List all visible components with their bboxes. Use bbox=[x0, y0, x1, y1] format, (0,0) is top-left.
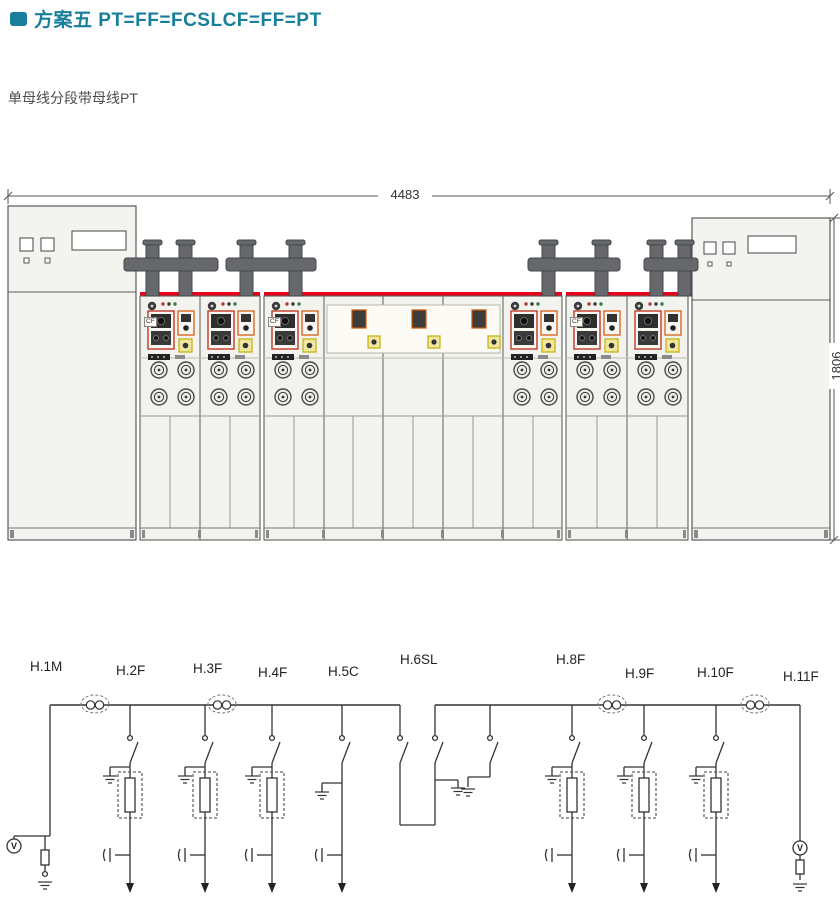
bus-connector bbox=[740, 694, 770, 714]
earthing-drop bbox=[460, 705, 499, 797]
busbar-bridge bbox=[643, 239, 699, 297]
ground-icon bbox=[37, 881, 53, 890]
bus-tie-h6sl bbox=[396, 704, 466, 826]
title-bullet-icon bbox=[10, 12, 27, 26]
feeder-h5c bbox=[315, 705, 350, 893]
switchgear-group-1 bbox=[139, 292, 261, 541]
left-cabinet bbox=[7, 205, 137, 541]
switchgear-group-3 bbox=[565, 292, 689, 541]
bus-connector bbox=[207, 694, 237, 714]
feeder-label-h3f: H.3F bbox=[193, 661, 223, 676]
panel-tag: CF bbox=[144, 317, 157, 327]
feeder-label-h6sl: H.6SL bbox=[400, 652, 438, 667]
feeder-h10f bbox=[689, 705, 728, 893]
height-dimension-value: 1806 bbox=[829, 343, 840, 389]
ground-icon bbox=[792, 883, 808, 892]
page-title: 方案五 PT=FF=FCSLCF=FF=PT bbox=[34, 10, 322, 31]
ground-icon bbox=[460, 788, 476, 797]
feeder-h4f bbox=[245, 705, 284, 893]
feeder-label-h1m: H.1M bbox=[30, 659, 63, 674]
feeder-h11f bbox=[792, 705, 808, 892]
feeder-label-h8f: H.8F bbox=[556, 652, 586, 667]
width-dimension-value: 4483 bbox=[378, 187, 432, 203]
right-cabinet bbox=[691, 217, 831, 541]
feeder-label-h2f: H.2F bbox=[116, 663, 146, 678]
feeder-label-h9f: H.9F bbox=[625, 666, 655, 681]
voltage-transformer-icon bbox=[6, 838, 22, 854]
feeder-h8f bbox=[545, 705, 584, 893]
vt-symbol-label: V bbox=[796, 843, 803, 853]
feeder-h2f bbox=[103, 705, 142, 893]
feeder-h9f bbox=[617, 705, 656, 893]
panel-tag: CF bbox=[570, 317, 583, 327]
busbar-bridges bbox=[123, 239, 699, 297]
center-glass-window bbox=[326, 304, 501, 354]
feeder-label-h4f: H.4F bbox=[258, 665, 288, 680]
bus-connector bbox=[597, 694, 627, 714]
bus-connector bbox=[80, 694, 110, 714]
feeder-h1m bbox=[6, 705, 53, 890]
switchgear-group-2 bbox=[263, 292, 563, 541]
feeder-label-h5c: H.5C bbox=[328, 664, 359, 679]
busbar-bridge bbox=[527, 239, 621, 297]
panel-tag: CF bbox=[268, 317, 281, 327]
vt-symbol-label: V bbox=[10, 841, 17, 851]
subtitle: 单母线分段带母线PT bbox=[8, 90, 138, 106]
feeder-label-h11f: H.11F bbox=[783, 669, 819, 684]
busbar-bridge bbox=[225, 239, 317, 297]
feeder-label-h10f: H.10F bbox=[697, 665, 734, 680]
fuse-icon bbox=[40, 849, 50, 866]
busbar-bridge bbox=[123, 239, 219, 297]
fuse-icon bbox=[795, 859, 805, 875]
feeder-h3f bbox=[178, 705, 217, 893]
